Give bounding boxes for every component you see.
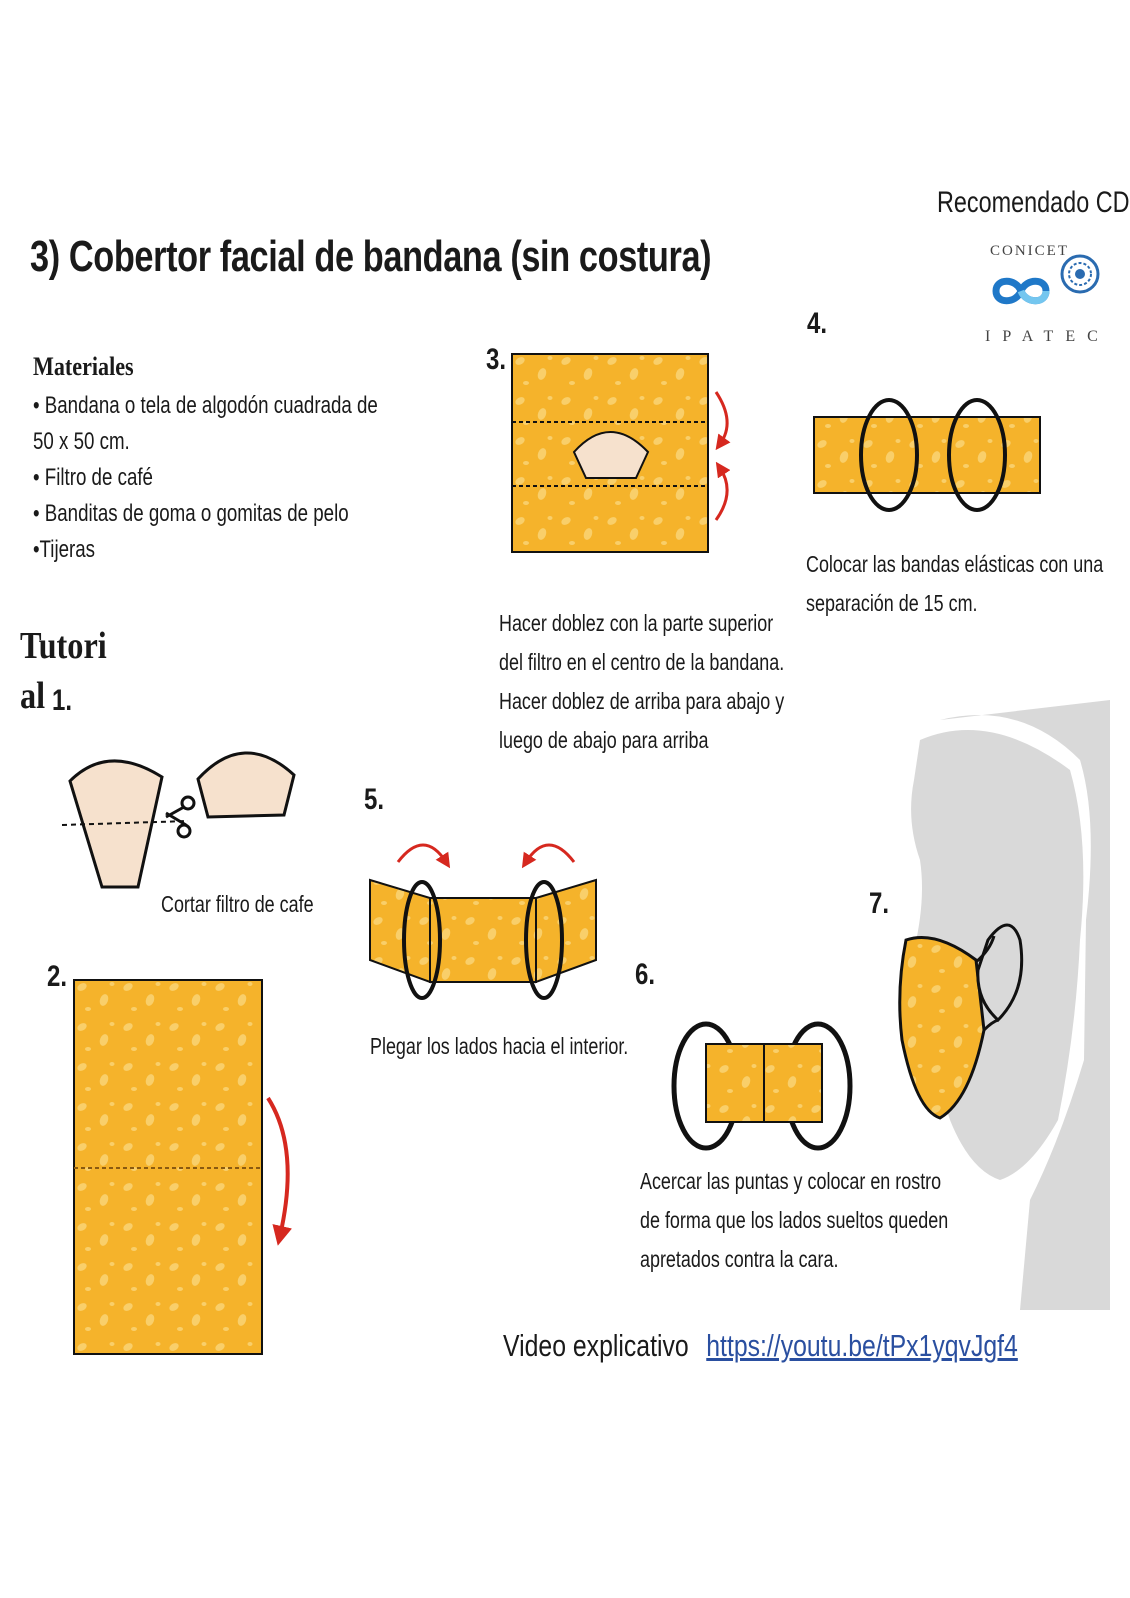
fold-down-arrow-icon [266, 1096, 292, 1246]
step-3-fold-illustration [511, 353, 731, 553]
ipatec-logo-text: IPATEC [985, 328, 1110, 345]
step-3-caption-line: del filtro en el centro de la bandana. [499, 649, 785, 675]
step-1-caption: Cortar filtro de cafe [161, 891, 314, 917]
materials-list: • Bandana o tela de algodón cuadrada de … [33, 388, 378, 568]
materials-item: • Bandana o tela de algodón cuadrada de [33, 392, 378, 419]
step-4-caption-line: separación de 15 cm. [806, 590, 978, 616]
step-3-caption-line: luego de abajo para arriba [499, 727, 709, 753]
step-3-number: 3. [486, 343, 507, 376]
step-6-mask-illustration [671, 1021, 853, 1151]
step-7-face-silhouette-illustration [898, 700, 1110, 1310]
step-4-caption-line: Colocar las bandas elásticas con una [806, 551, 1104, 577]
step-6-caption-line: de forma que los lados sueltos queden [640, 1207, 949, 1233]
materials-item: • Banditas de goma o gomitas de pelo [33, 500, 349, 527]
step-6-caption-line: Acercar las puntas y colocar en rostro [640, 1168, 942, 1194]
step-3-caption-line: Hacer doblez con la parte superior [499, 610, 774, 636]
tutorial-heading-line1: Tutori [20, 625, 107, 667]
step-4-caption: Colocar las bandas elásticas con una sep… [806, 545, 1103, 623]
step-1-number: 1. [52, 684, 73, 717]
fold-down-arrow-icon [714, 391, 731, 451]
mask-on-face-shape [898, 936, 986, 1120]
materials-item: 50 x 50 cm. [33, 428, 130, 455]
step-4-number: 4. [807, 307, 828, 340]
tutorial-heading-line2: al [20, 675, 46, 717]
materials-item: •Tijeras [33, 536, 96, 563]
step-5-caption: Plegar los lados hacia el interior. [370, 1033, 629, 1059]
video-line: Video explicativo https://youtu.be/tPx1yq… [503, 1328, 1018, 1364]
step-2-bandana-illustration [73, 979, 292, 1355]
fold-in-left-arrow-icon [396, 843, 451, 869]
recommended-cdc-label: Recomendado CDC [937, 186, 1130, 219]
university-seal-logo [1060, 254, 1100, 294]
step-5-number: 5. [364, 783, 385, 816]
step-3-caption: Hacer doblez con la parte superior del f… [499, 604, 784, 760]
video-link[interactable]: https://youtu.be/tPx1yqvJgf4 [706, 1328, 1018, 1363]
fold-in-right-arrow-icon [521, 843, 576, 869]
conicet-logo-text: CONICET [990, 243, 1069, 259]
step-1-filter-illustration [61, 751, 296, 889]
step-4-elastic-illustration [813, 398, 1041, 512]
step-2-number: 2. [47, 960, 68, 993]
step-6-number: 6. [635, 958, 656, 991]
page-title: 3) Cobertor facial de bandana (sin costu… [30, 232, 712, 281]
step-6-caption-line: apretados contra la cara. [640, 1246, 839, 1272]
step-3-caption-line: Hacer doblez de arriba para abajo y [499, 688, 785, 714]
step-5-fold-sides-illustration [369, 843, 597, 1000]
materials-title: Materiales [33, 352, 134, 381]
materials-item: • Filtro de café [33, 464, 153, 491]
conicet-infinity-logo [992, 277, 1050, 305]
video-label: Video explicativo [503, 1328, 689, 1363]
step-6-caption: Acercar las puntas y colocar en rostro d… [640, 1162, 948, 1279]
fold-up-arrow-icon [714, 461, 731, 521]
scissors-icon [165, 795, 196, 839]
step-7-number: 7. [869, 887, 890, 920]
